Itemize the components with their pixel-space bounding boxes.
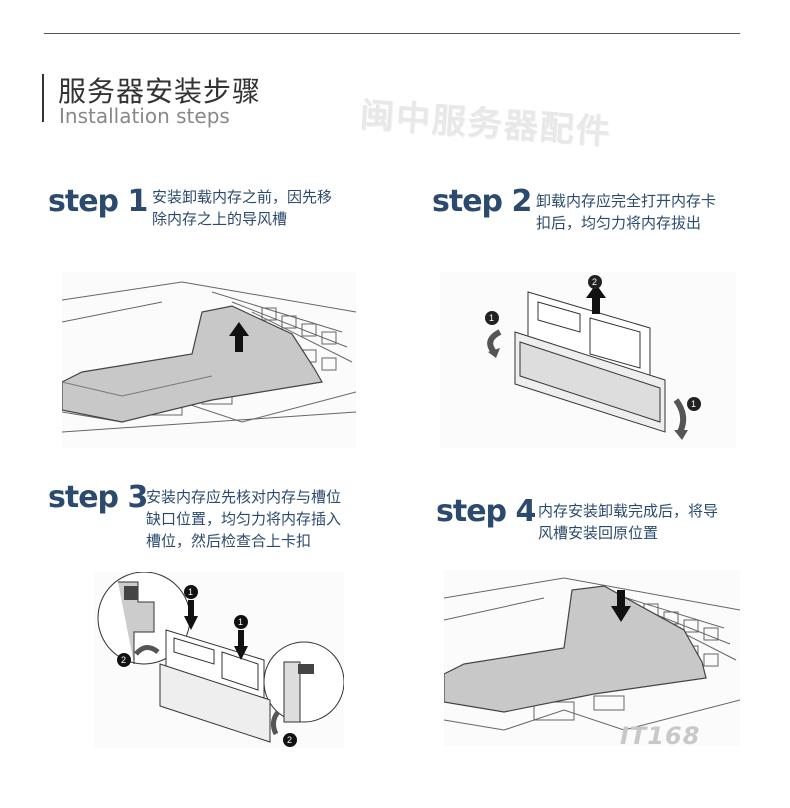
- step-1-desc-line-2: 除内存之上的导风槽: [152, 210, 288, 228]
- step-2-description: 卸载内存应完全打开内存卡 扣后，均匀力将内存拔出: [536, 190, 716, 234]
- page-subtitle: Installation steps: [59, 104, 230, 128]
- step-3-description: 安装内存应先核对内存与槽位 缺口位置，均匀力将内存插入 槽位，然后检查合上卡扣: [146, 486, 341, 552]
- step-3-desc-line-1: 安装内存应先核对内存与槽位: [146, 488, 342, 506]
- step-4-desc-line-1: 内存安装卸载完成后，将导: [538, 502, 719, 520]
- title-accent-bar: [42, 74, 44, 122]
- step-1-desc-line-1: 安装卸载内存之前，因先移: [152, 188, 333, 206]
- top-divider: [44, 33, 740, 34]
- step-4-illustration: [444, 570, 740, 746]
- step-3-desc-line-2: 缺口位置，均匀力将内存插入: [146, 510, 342, 528]
- step-2-illustration: 2 1 1: [440, 272, 736, 448]
- step-3-label: step 3: [48, 480, 148, 515]
- step-4-desc-line-2: 风槽安装回原位置: [538, 524, 659, 542]
- step-3-callout-2-a: 2: [121, 655, 126, 665]
- step-3-callout-1-a: 1: [188, 587, 193, 597]
- step-2-callout-1-right: 1: [691, 399, 696, 409]
- watermark-text: 闽中服务器配件: [358, 95, 613, 153]
- step-2-label: step 2: [432, 184, 532, 219]
- step-2-desc-line-1: 卸载内存应完全打开内存卡: [536, 192, 717, 210]
- step-3-callout-1-b: 1: [238, 617, 243, 627]
- step-4-label: step 4: [436, 494, 536, 529]
- step-1-label: step 1: [48, 184, 148, 219]
- step-3-desc-line-3: 槽位，然后检查合上卡扣: [146, 532, 312, 550]
- step-1-illustration: [62, 272, 356, 448]
- step-4-description: 内存安装卸载完成后，将导 风槽安装回原位置: [538, 500, 718, 544]
- step-3-callout-2-b: 2: [287, 735, 292, 745]
- page-title: 服务器安装步骤: [58, 75, 262, 108]
- step-2-callout-2: 2: [592, 277, 597, 287]
- footer-watermark: IT168: [620, 722, 701, 750]
- step-2-callout-1-left: 1: [489, 313, 494, 323]
- step-2-desc-line-2: 扣后，均匀力将内存拔出: [536, 214, 702, 232]
- step-3-illustration: 1 1 2 2: [94, 572, 344, 748]
- step-1-description: 安装卸载内存之前，因先移 除内存之上的导风槽: [152, 186, 332, 230]
